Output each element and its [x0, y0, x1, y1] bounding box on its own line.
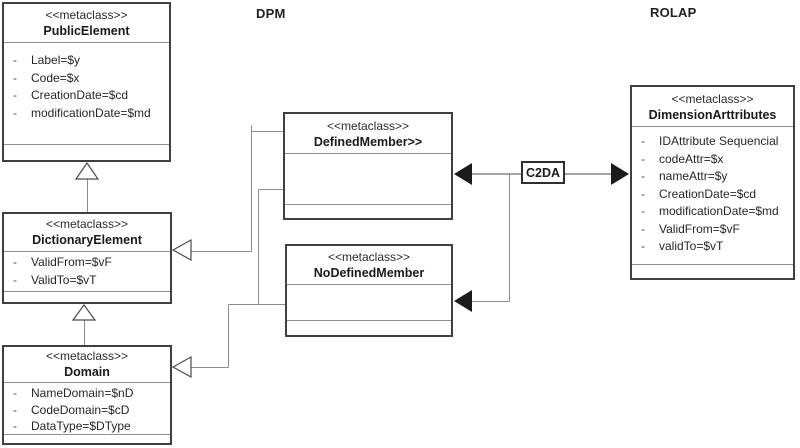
bullet-dash: -: [13, 53, 17, 67]
empty-compartment: [4, 292, 170, 302]
filled-arrow-icon: [611, 163, 629, 185]
bullet-dash: -: [641, 204, 645, 218]
edge-definedmember-branch: [258, 189, 283, 305]
bullet-dash: -: [13, 386, 17, 400]
empty-compartment: [4, 435, 170, 443]
edge-definedmember-to-dictionaryelement: [190, 125, 283, 252]
filled-arrow-icon: [454, 163, 472, 185]
hollow-triangle-icon: [74, 161, 100, 180]
attribute-text: codeAttr=$x: [659, 151, 724, 166]
class-name: DefinedMember>>: [313, 135, 423, 149]
attributes-compartment: -Label=$y -Code=$x -CreationDate=$cd -mo…: [4, 43, 169, 145]
bullet-dash: -: [13, 419, 17, 433]
label-rolap: ROLAP: [650, 5, 697, 20]
attribute-text: CreationDate=$cd: [31, 88, 129, 102]
attribute-row: -DataType=$DType: [4, 418, 170, 434]
filled-arrow-icon: [454, 290, 472, 312]
class-title: <<metaclass>> DimensionArttributes: [632, 87, 793, 127]
attribute-text: nameAttr=$y: [659, 169, 728, 183]
attribute-text: NameDomain=$nD: [31, 386, 134, 400]
attribute-row: -CreationDate=$cd: [4, 87, 169, 105]
attribute-text: IDAttribute Sequencial: [659, 134, 779, 148]
class-name: PublicElement: [43, 24, 130, 38]
class-title: <<metaclass>> DictionaryElement: [4, 214, 170, 252]
hollow-triangle-icon: [171, 355, 192, 379]
bullet-dash: -: [641, 221, 645, 236]
attribute-text: ValidFrom=$vF: [31, 255, 112, 269]
attribute-row: -nameAttr=$y: [632, 168, 793, 186]
attribute-row: -NameDomain=$nD: [4, 385, 170, 402]
edge-c2da-to-nodefinedmember: [472, 174, 510, 302]
bullet-dash: -: [13, 402, 17, 417]
class-title: <<metaclass>> NoDefinedMember: [287, 246, 451, 285]
class-title: <<metaclass>> PublicElement: [4, 4, 169, 43]
stereotype-label: <<metaclass>>: [45, 8, 128, 22]
stereotype-label: <<metaclass>>: [45, 217, 129, 231]
bullet-dash: -: [641, 134, 645, 148]
class-box-public-element: <<metaclass>> PublicElement -Label=$y -C…: [2, 2, 171, 162]
attribute-text: ValidTo=$vT: [31, 272, 97, 287]
attribute-text: modificationDate=$md: [659, 204, 779, 218]
bullet-dash: -: [13, 272, 17, 287]
class-box-dictionary-element: <<metaclass>> DictionaryElement -ValidFr…: [2, 212, 172, 304]
attribute-row: -validTo=$vT: [632, 238, 793, 256]
empty-compartment: [285, 205, 451, 218]
bullet-dash: -: [641, 186, 645, 201]
attribute-text: ValidFrom=$vF: [659, 221, 740, 236]
attribute-text: validTo=$vT: [659, 239, 724, 253]
stereotype-label: <<metaclass>>: [327, 250, 411, 264]
empty-compartment: [287, 285, 451, 321]
stereotype-label: <<metaclass>>: [326, 119, 410, 133]
bullet-dash: -: [13, 105, 17, 120]
attribute-row: -ValidTo=$vT: [4, 272, 170, 290]
class-box-defined-member: <<metaclass>> DefinedMember>>: [283, 112, 453, 220]
bullet-dash: -: [13, 255, 17, 269]
stereotype-label: <<metaclass>>: [671, 92, 754, 106]
attribute-row: -Label=$y: [4, 52, 169, 70]
hollow-triangle-icon: [171, 238, 192, 262]
attribute-text: CodeDomain=$cD: [31, 402, 130, 417]
bullet-dash: -: [641, 239, 645, 253]
class-box-dimension-attributes: <<metaclass>> DimensionArttributes -IDAt…: [630, 85, 795, 280]
attribute-text: CreationDate=$cd: [659, 186, 757, 201]
attribute-text: modificationDate=$md: [31, 105, 151, 120]
attribute-row: -ValidFrom=$vF: [632, 221, 793, 239]
class-box-domain: <<metaclass>> Domain -NameDomain=$nD -Co…: [2, 345, 172, 445]
attribute-text: Code=$x: [31, 70, 80, 85]
class-title: <<metaclass>> Domain: [4, 347, 170, 383]
bullet-dash: -: [641, 151, 645, 166]
edge-nodefinedmember-to-domain: [190, 304, 285, 368]
attribute-row: -Code=$x: [4, 70, 169, 88]
class-name: NoDefinedMember: [313, 266, 425, 280]
bullet-dash: -: [13, 88, 17, 102]
attribute-row: -CreationDate=$cd: [632, 186, 793, 204]
class-name: DimensionArttributes: [648, 108, 777, 122]
attribute-row: -modificationDate=$md: [4, 105, 169, 123]
empty-compartment: [285, 154, 451, 205]
empty-compartment: [287, 321, 451, 335]
class-name: Domain: [64, 365, 110, 379]
class-box-no-defined-member: <<metaclass>> NoDefinedMember: [285, 244, 453, 337]
attribute-row: -ValidFrom=$vF: [4, 254, 170, 272]
association-box-c2da: C2DA: [521, 161, 565, 184]
attribute-text: Label=$y: [31, 53, 81, 67]
attributes-compartment: -NameDomain=$nD -CodeDomain=$cD -DataTyp…: [4, 383, 170, 435]
bullet-dash: -: [13, 70, 17, 85]
stereotype-label: <<metaclass>>: [45, 349, 129, 363]
empty-compartment: [4, 145, 169, 160]
label-dpm: DPM: [256, 6, 286, 21]
attribute-row: -modificationDate=$md: [632, 203, 793, 221]
class-title: <<metaclass>> DefinedMember>>: [285, 114, 451, 154]
attribute-row: -codeAttr=$x: [632, 151, 793, 169]
bullet-dash: -: [641, 169, 645, 183]
attributes-compartment: -IDAttribute Sequencial -codeAttr=$x -na…: [632, 127, 793, 265]
attribute-text: DataType=$DType: [31, 419, 131, 433]
attributes-compartment: -ValidFrom=$vF -ValidTo=$vT: [4, 252, 170, 292]
class-name: DictionaryElement: [32, 233, 142, 247]
attribute-row: -CodeDomain=$cD: [4, 402, 170, 419]
attribute-row: -IDAttribute Sequencial: [632, 133, 793, 151]
empty-compartment: [632, 265, 793, 278]
hollow-triangle-icon: [71, 303, 97, 321]
